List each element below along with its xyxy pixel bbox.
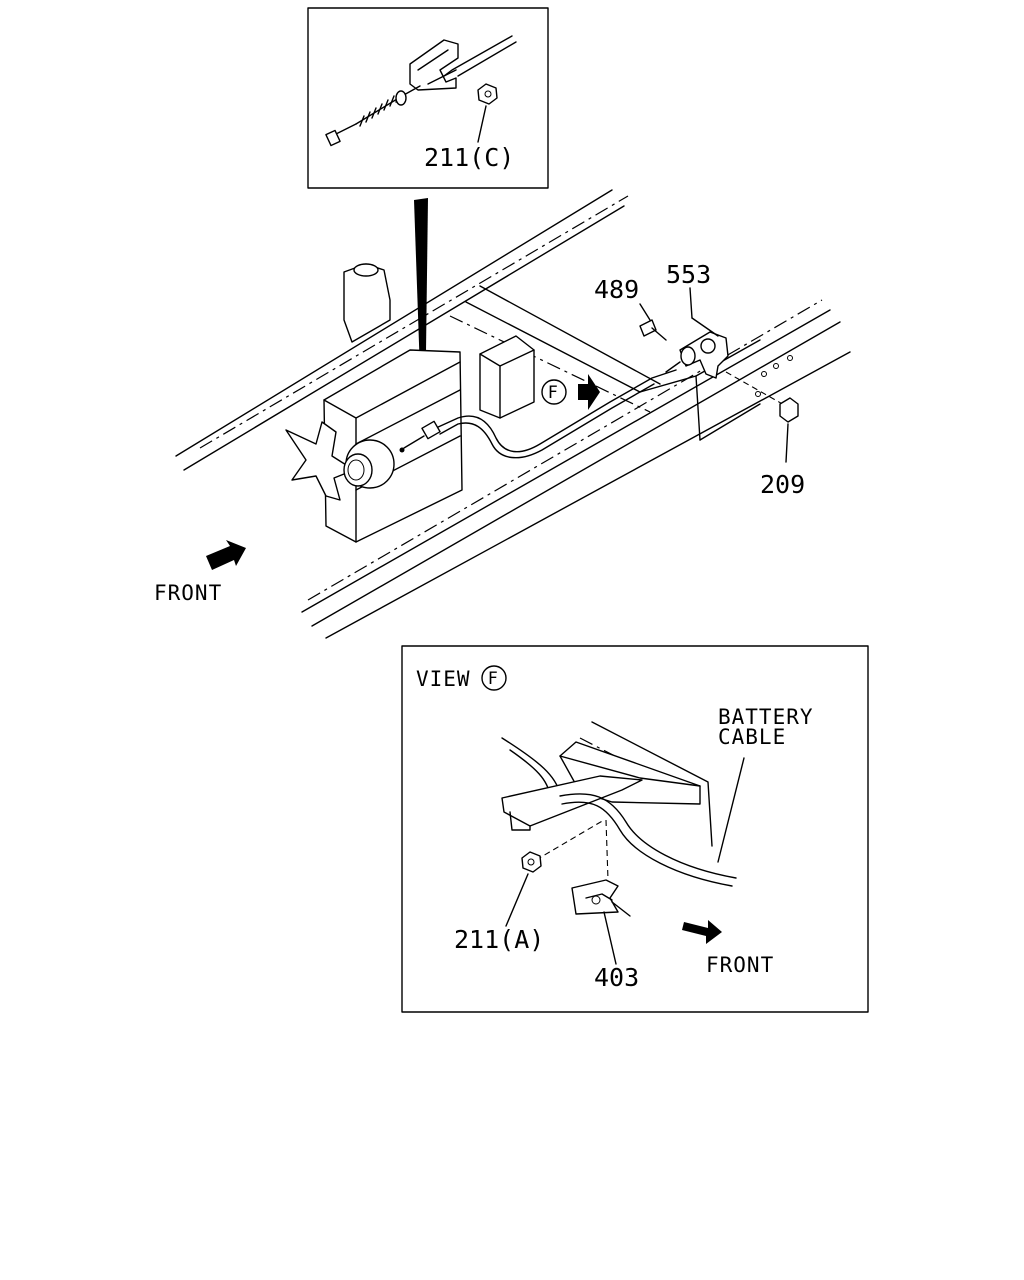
view-label: VIEW (416, 667, 471, 691)
inset-view-f: VIEW F (401, 645, 869, 1013)
part-label-209: 209 (760, 470, 805, 499)
view-f-marker (541, 379, 567, 405)
part-label-553: 553 (666, 260, 711, 289)
main-assembly: F (175, 189, 851, 639)
front-label-main: FRONT (154, 581, 222, 605)
part-label-489: 489 (594, 275, 639, 304)
front-arrow-icon (206, 540, 246, 570)
front-arrow-view-icon (682, 920, 722, 944)
part-label-211c: 211(C) (424, 143, 514, 172)
view-f-marker-letter: F (548, 383, 558, 403)
battery-cable-label-line1: BATTERY (718, 705, 814, 729)
inset-cable-detail: 211(C) (307, 7, 549, 189)
front-label-view: FRONT (706, 953, 774, 977)
view-f-arrow (578, 374, 600, 410)
part-label-211a: 211(A) (454, 925, 544, 954)
battery-cable-label-line2: CABLE (718, 725, 786, 749)
part-label-403: 403 (594, 963, 639, 992)
view-label-letter: F (488, 669, 498, 689)
